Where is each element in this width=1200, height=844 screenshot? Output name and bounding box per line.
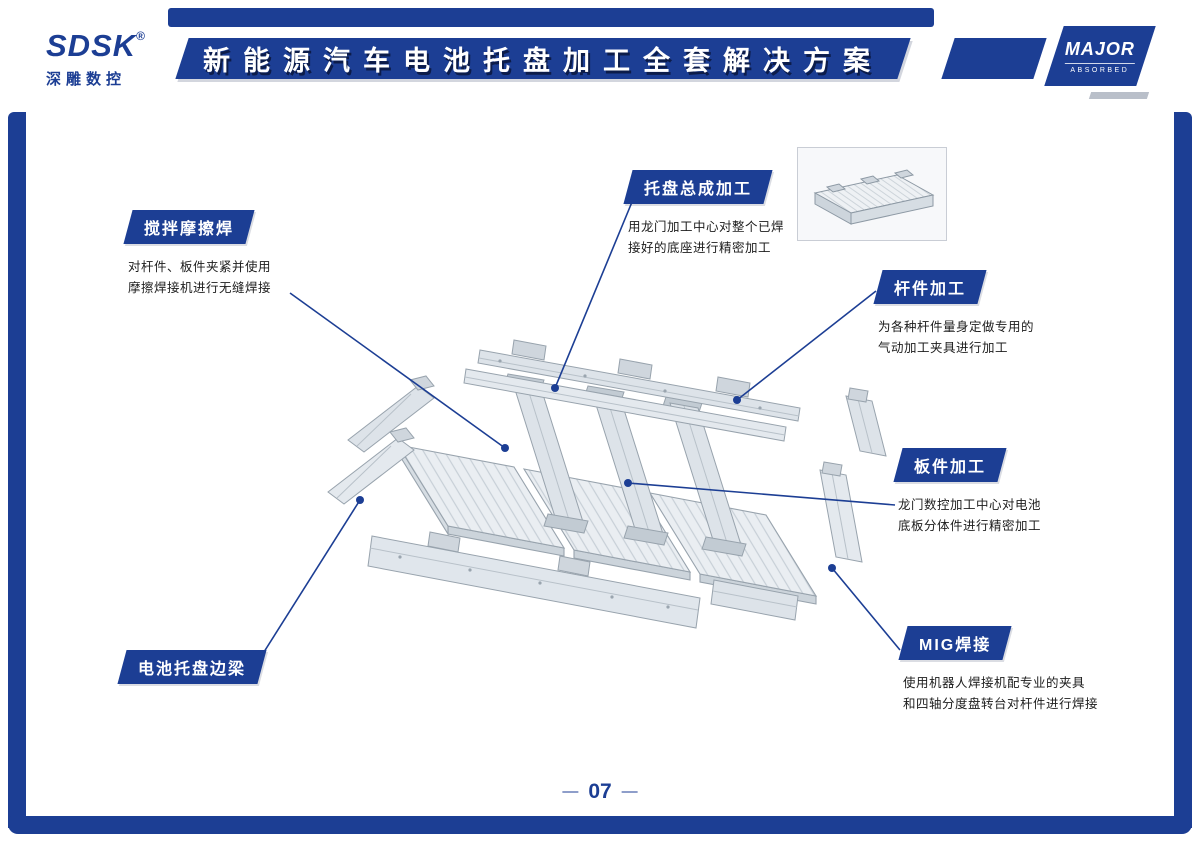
- badge-text-major: MAJOR: [1064, 38, 1135, 59]
- decorative-stripe: [941, 38, 1047, 79]
- connector-line-tray-assembly: [554, 201, 633, 389]
- major-badge: MAJOR ABSORBED: [1044, 26, 1156, 86]
- callout-description-line: 气动加工夹具进行加工: [878, 340, 1009, 355]
- callout-description-line: 龙门数控加工中心对电池: [898, 498, 1042, 512]
- connector-line-plate-machining: [627, 482, 896, 506]
- logo-text: SDSK®: [46, 30, 146, 61]
- left-side-beams: [327, 375, 435, 505]
- connector-dot: [501, 444, 509, 452]
- front-side-beam: [367, 531, 799, 629]
- connector-dots: [356, 384, 836, 572]
- connector-line-mig-welding: [831, 567, 901, 651]
- connector-dot: [828, 564, 836, 572]
- page-number-dash: —: [621, 783, 638, 800]
- callout-description: 对杆件、板件夹紧并使用 摩擦焊接机进行无缝焊接: [128, 257, 271, 298]
- page-border-bottom: [8, 816, 1192, 834]
- callout-description: 龙门数控加工中心对电池 底板分体件进行精密加工: [898, 495, 1041, 536]
- page-border-left: [8, 112, 26, 828]
- callout-description-line: 使用机器人焊接机配专业的夹具: [903, 676, 1086, 690]
- brand-logo: SDSK® 深雕数控: [46, 30, 146, 89]
- connector-dot: [733, 396, 741, 404]
- page-title-banner: 新能源汽车电池托盘加工全套解决方案: [175, 38, 911, 79]
- page-title: 新能源汽车电池托盘加工全套解决方案: [203, 46, 883, 76]
- tray-thumbnail: [797, 147, 947, 241]
- callout-description-line: 和四轴分度盘转台对杆件进行焊接: [903, 696, 1099, 711]
- callout-description: 用龙门加工中心对整个已焊 接好的底座进行精密加工: [628, 217, 784, 258]
- connector-line-rod-machining: [736, 290, 877, 401]
- connector-lines: [256, 201, 901, 664]
- callout-description: 使用机器人焊接机配专业的夹具 和四轴分度盘转台对杆件进行焊接: [903, 673, 1098, 714]
- callout-plate-machining: 板件加工 龙门数控加工中心对电池 底板分体件进行精密加工: [893, 448, 1041, 536]
- callout-title: 电池托盘边梁: [117, 650, 267, 684]
- page-border-right: [1174, 112, 1192, 828]
- callout-description-line: 底板分体件进行精密加工: [898, 518, 1042, 533]
- connector-dot: [551, 384, 559, 392]
- page-number-dash: —: [562, 783, 579, 800]
- top-rail-assembly: [463, 339, 801, 442]
- callout-title: 板件加工: [893, 448, 1007, 482]
- connector-line-friction-stir-welding: [289, 292, 506, 449]
- page-border-top: [168, 8, 934, 27]
- callout-tray-assembly-machining: 托盘总成加工 用龙门加工中心对整个已焊 接好的底座进行精密加工: [623, 170, 784, 258]
- callout-description-line: 用龙门加工中心对整个已焊: [628, 220, 785, 234]
- callout-title: 托盘总成加工: [623, 170, 773, 204]
- right-side-parts: [819, 387, 887, 563]
- callout-friction-stir-welding: 搅拌摩擦焊 对杆件、板件夹紧并使用 摩擦焊接机进行无缝焊接: [123, 210, 271, 298]
- callout-title: 杆件加工: [873, 270, 987, 304]
- callout-description-line: 摩擦焊接机进行无缝焊接: [128, 280, 272, 295]
- callout-battery-tray-side-beam: 电池托盘边梁: [117, 650, 267, 684]
- logo-subtitle: 深雕数控: [46, 71, 127, 88]
- callout-description-line: 对杆件、板件夹紧并使用: [128, 260, 272, 274]
- connector-dot: [356, 496, 364, 504]
- decorative-stripe-small: [1088, 92, 1150, 99]
- major-badge-content: MAJOR ABSORBED: [1064, 38, 1135, 74]
- callout-description-line: 为各种杆件量身定做专用的: [878, 320, 1035, 334]
- callout-title: 搅拌摩擦焊: [123, 210, 255, 244]
- page-number: — 07 —: [0, 780, 1200, 804]
- connector-line-side-beam: [256, 499, 361, 664]
- badge-text-absorbed: ABSORBED: [1064, 62, 1135, 74]
- registered-mark-icon: ®: [136, 29, 146, 43]
- callout-description-line: 接好的底座进行精密加工: [628, 240, 772, 255]
- callout-title: MIG焊接: [898, 626, 1012, 660]
- connector-dot: [624, 479, 632, 487]
- page-number-value: 07: [588, 780, 612, 803]
- callout-rod-machining: 杆件加工 为各种杆件量身定做专用的 气动加工夹具进行加工: [873, 270, 1034, 358]
- callout-mig-welding: MIG焊接 使用机器人焊接机配专业的夹具 和四轴分度盘转台对杆件进行焊接: [898, 626, 1098, 714]
- callout-description: 为各种杆件量身定做专用的 气动加工夹具进行加工: [878, 317, 1034, 358]
- tray-thumbnail-sketch: [813, 169, 935, 225]
- logo-wordmark: SDSK: [46, 28, 137, 63]
